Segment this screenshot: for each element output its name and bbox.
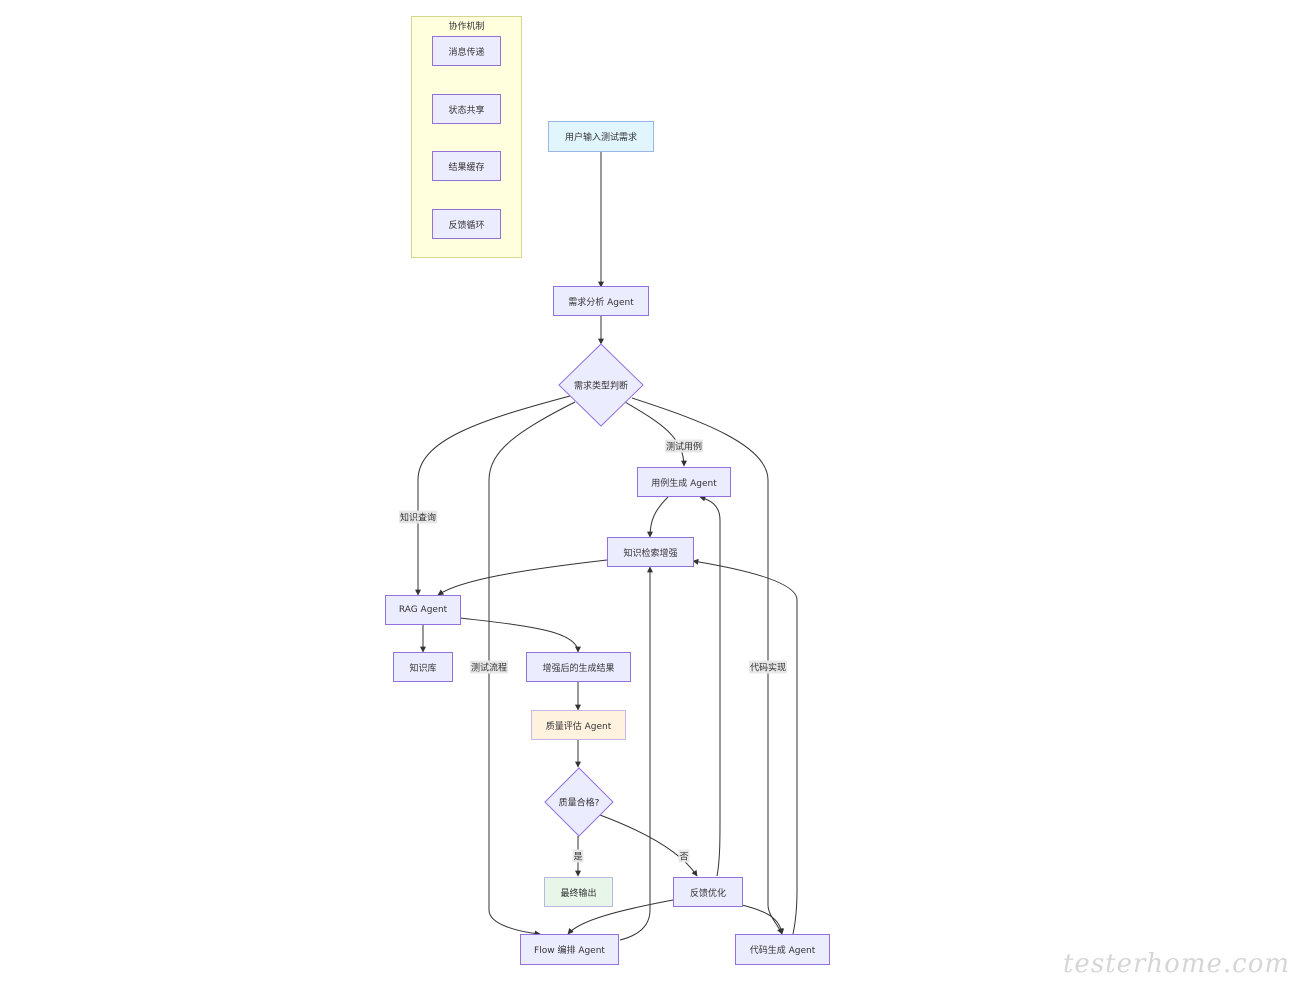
edge-case-to-enhance (647, 496, 669, 538)
edge-label-test-case: 测试用例 (664, 439, 704, 453)
edge-rag-to-enhanced (459, 617, 581, 653)
enhanced-result-node: 增强后的生成结果 (526, 652, 631, 682)
knowledge-enhance-node: 知识检索增强 (607, 537, 694, 567)
edge-label-test-flow: 测试流程 (469, 660, 509, 674)
edge-decision-to-case (624, 401, 687, 467)
rag-agent-node: RAG Agent (385, 595, 461, 625)
quality-agent-node: 质量评估 Agent (531, 710, 626, 740)
edge-label-code-impl: 代码实现 (748, 660, 788, 674)
edge-label-yes: 是 (572, 849, 584, 863)
watermark: testerhome.com (1062, 949, 1290, 979)
knowledge-base-node: 知识库 (393, 652, 453, 682)
edge-feedback-to-case (699, 495, 721, 877)
edge-feedback-to-flow (567, 899, 674, 935)
type-decision-diamond (558, 343, 644, 427)
edge-flow-to-enhance (619, 566, 653, 941)
edge-decision-to-flow (488, 401, 576, 937)
cluster-item-state: 状态共享 (432, 94, 501, 124)
cluster-item-cache: 结果缓存 (432, 151, 501, 181)
edge-label-no: 否 (678, 849, 690, 863)
edge-feedback-to-code (741, 904, 785, 935)
quality-decision-label: 质量合格? (558, 798, 600, 809)
edge-label-knowledge-query: 知识查询 (398, 510, 438, 524)
edge-decision-to-code (631, 397, 783, 935)
edge-decision-to-rag (415, 395, 571, 596)
cluster-item-message: 消息传递 (432, 36, 501, 66)
final-output-node: 最终输出 (544, 877, 613, 907)
edge-decision-to-feedback (599, 814, 698, 877)
type-decision-label: 需求类型判断 (573, 381, 629, 392)
feedback-node: 反馈优化 (673, 877, 743, 907)
user-input-node: 用户输入测试需求 (548, 121, 654, 152)
quality-decision-diamond (544, 767, 614, 837)
cluster-title: 协作机制 (448, 22, 485, 32)
code-agent-node: 代码生成 Agent (735, 934, 830, 965)
case-agent-node: 用例生成 Agent (637, 467, 731, 497)
requirement-agent-node: 需求分析 Agent (553, 286, 649, 316)
edge-code-to-enhance (692, 558, 798, 935)
cluster-item-feedback: 反馈循环 (432, 209, 501, 239)
flow-agent-node: Flow 编排 Agent (520, 934, 619, 965)
edge-enhance-to-rag (437, 559, 608, 596)
